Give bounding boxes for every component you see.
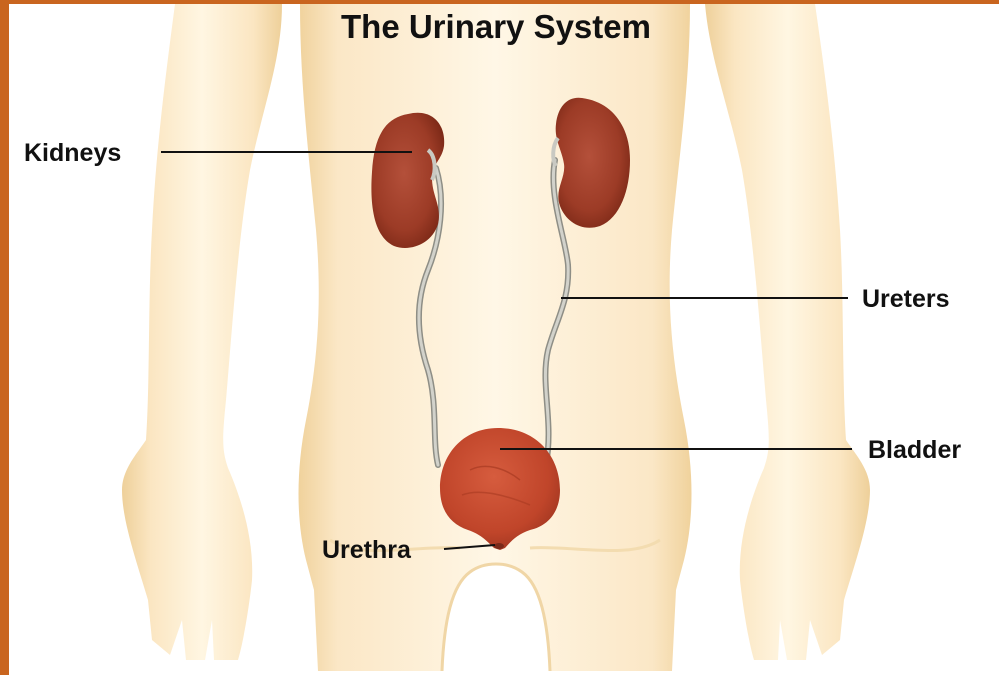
diagram-title: The Urinary System (341, 8, 651, 45)
urethra-opening (494, 543, 504, 549)
label-bladder: Bladder (868, 436, 961, 464)
torso (299, 4, 692, 671)
left-arm (122, 4, 282, 660)
label-urethra: Urethra (322, 536, 412, 564)
label-ureters: Ureters (862, 285, 950, 313)
left-border (0, 0, 9, 675)
right-arm (705, 4, 870, 660)
label-kidneys: Kidneys (24, 139, 121, 167)
right-arm-shape (705, 4, 870, 660)
diagram-canvas: The Urinary System Kidneys Ureters Bladd… (9, 4, 999, 675)
urinary-system-diagram: The Urinary System Kidneys Ureters Bladd… (9, 4, 999, 675)
left-arm-shape (122, 4, 282, 660)
